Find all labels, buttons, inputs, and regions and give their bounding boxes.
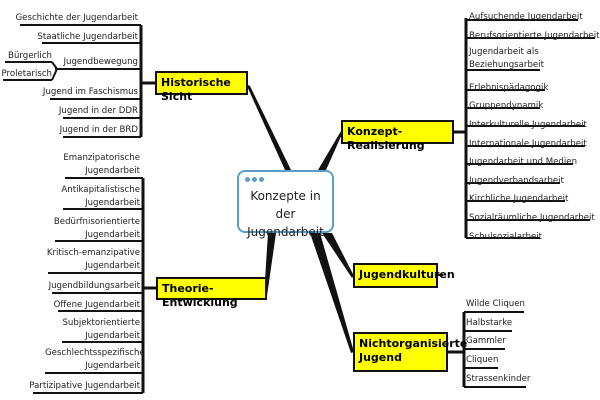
main-connector <box>246 84 291 170</box>
leaf-konzept[interactable]: Erlebnispädagogik <box>469 83 549 93</box>
leaf-konzept[interactable]: Jugendarbeit als Beziehungsarbeit <box>469 47 544 70</box>
leaf-historisch[interactable]: Geschichte der Jugendarbeit <box>15 13 138 23</box>
three-dots-icon <box>245 177 250 182</box>
leaf-konzept[interactable]: Jugendarbeit und Medien <box>469 157 578 167</box>
leaf-historisch[interactable]: Jugendbewegung <box>63 57 139 67</box>
leaf-nichtorganisiert[interactable]: Strassenkinder <box>466 374 531 384</box>
leaf-theorie[interactable]: Jugendbildungsarbeit <box>48 281 140 291</box>
leaf-theorie[interactable]: Kritisch-emanzipative Jugendarbeit <box>46 248 140 271</box>
leaf-konzept[interactable]: Interkulturelle Jugendarbeit <box>469 120 587 130</box>
leaf-theorie[interactable]: Antikapitalistische Jugendarbeit <box>61 185 140 208</box>
leaf-konzept[interactable]: Berufsorientierte Jugendarbeit <box>469 31 600 41</box>
topic-jugendkulturen[interactable]: Jugendkulturen <box>353 263 455 288</box>
leaf-theorie[interactable]: Partizipative Jugendarbeit <box>29 381 140 391</box>
leaf-proletarisch[interactable]: Proletarisch <box>1 69 52 79</box>
leaf-konzept[interactable]: Jugendverbandsarbeit <box>469 176 564 186</box>
leaf-konzept[interactable]: Kirchliche Jugendarbeit <box>469 194 569 204</box>
leaf-buergerlich[interactable]: Bürgerlich <box>8 51 52 61</box>
main-connector <box>264 233 276 296</box>
central-title-line1: Konzepte in der <box>250 189 321 221</box>
leaf-konzept[interactable]: Aufsuchende Jugendarbeit <box>469 12 583 22</box>
three-dots-icon <box>252 177 257 182</box>
central-title-line2: Jugendarbeit <box>247 225 324 239</box>
leaf-konzept[interactable]: Schulsozialarbeit <box>469 232 543 242</box>
topic-historische-sicht[interactable]: Historische Sicht <box>155 71 248 103</box>
leaf-konzept[interactable]: Sozialräumliche Jugendarbeit <box>469 213 595 223</box>
leaf-theorie[interactable]: Subjektorientierte Jugendarbeit <box>62 318 140 341</box>
leaf-nichtorganisiert[interactable]: Cliquen <box>466 355 499 365</box>
leaf-theorie[interactable]: Bedürfnisorientierte Jugendarbeit <box>53 217 140 240</box>
leaf-theorie[interactable]: Geschlechtsspezifische Jugendarbeit <box>45 348 145 371</box>
main-connector <box>322 233 354 278</box>
branch-line <box>51 61 58 70</box>
leaf-nichtorganisiert[interactable]: Gammler <box>466 336 506 346</box>
topic-theorie-entwicklung[interactable]: Theorie-Entwicklung <box>156 277 267 309</box>
branch-line <box>51 68 58 81</box>
leaf-historisch[interactable]: Staatliche Jugendarbeit <box>37 32 138 42</box>
three-dots-icon <box>259 177 264 182</box>
leaf-theorie[interactable]: Emanzipatorische Jugendarbeit <box>63 153 140 176</box>
leaf-nichtorganisiert[interactable]: Wilde Cliquen <box>466 299 525 309</box>
leaf-konzept[interactable]: Internationale Jugendarbeit <box>469 139 587 149</box>
topic-nichtorganisierte-jugend[interactable]: Nichtorganisierte Jugend <box>353 332 467 372</box>
leaf-historisch[interactable]: Jugend in der DDR <box>58 106 138 116</box>
leaf-theorie[interactable]: Offene Jugendarbeit <box>53 300 140 310</box>
central-node[interactable]: Konzepte in der Jugendarbeit <box>237 170 334 239</box>
main-connector <box>310 233 354 353</box>
main-connector <box>318 131 343 170</box>
leaf-nichtorganisiert[interactable]: Halbstarke <box>466 318 513 328</box>
leaf-konzept[interactable]: Gruppendynamik <box>469 101 544 111</box>
topic-konzept-realisierung[interactable]: Konzept-Realisierung <box>341 120 454 152</box>
leaf-historisch[interactable]: Jugend im Faschismus <box>42 87 138 97</box>
leaf-historisch[interactable]: Jugend in der BRD <box>59 125 138 135</box>
